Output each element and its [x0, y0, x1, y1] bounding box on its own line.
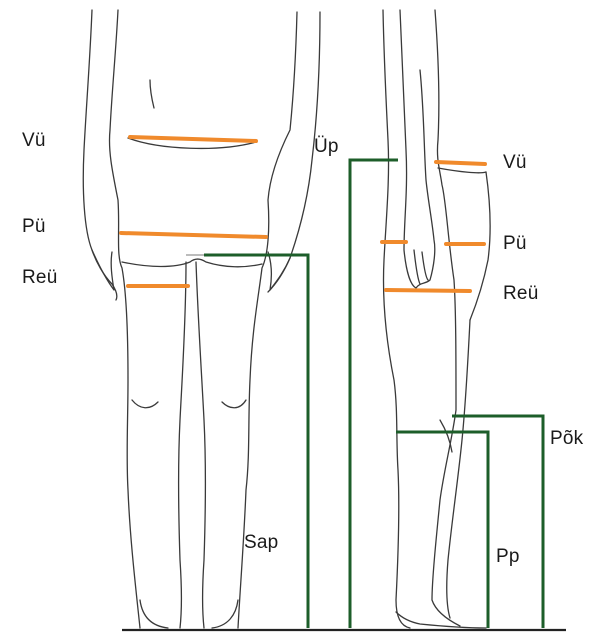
label-knee-height: Põk	[550, 429, 583, 448]
front-left-body-outline	[109, 10, 140, 628]
front-waist-measure-line	[130, 137, 256, 141]
side-calf	[447, 320, 470, 618]
front-right-knee	[222, 400, 246, 408]
label-side-waist: Vü	[503, 153, 527, 172]
front-left-foot	[140, 600, 168, 628]
side-thigh-measure-line	[386, 290, 470, 291]
leg-length-line	[396, 432, 488, 628]
front-left-knee	[132, 400, 158, 408]
side-foot	[396, 612, 486, 628]
front-right-arm	[268, 12, 320, 290]
side-front-body-outline	[432, 10, 460, 626]
front-hip-measure-line	[121, 233, 266, 237]
side-back-body-outline	[383, 10, 410, 628]
front-inner-left-leg	[179, 262, 187, 628]
label-side-hip: Pü	[503, 234, 527, 253]
side-hand-fingers	[414, 250, 428, 284]
height-lines	[204, 160, 543, 628]
side-arm	[400, 10, 435, 288]
label-front-waist: Vü	[22, 131, 46, 150]
front-right-foot	[212, 600, 238, 628]
knee-height-line	[452, 416, 543, 628]
side-view-figure	[383, 10, 490, 628]
side-waist-band	[438, 168, 486, 173]
label-front-thigh: Reü	[22, 268, 57, 287]
label-side-thigh: Reü	[503, 284, 538, 303]
side-waist-measure-line	[436, 162, 485, 164]
front-navel-mark	[150, 80, 154, 108]
label-inseam: Sap	[244, 533, 278, 552]
waist-height-line	[350, 160, 398, 628]
label-front-hip: Pü	[22, 217, 46, 236]
label-leg-length: Pp	[496, 547, 520, 566]
front-inner-right-leg	[196, 262, 206, 628]
label-waist-height: Üp	[314, 137, 339, 156]
front-view-figure	[83, 10, 320, 628]
front-crotch-outline	[122, 259, 262, 267]
